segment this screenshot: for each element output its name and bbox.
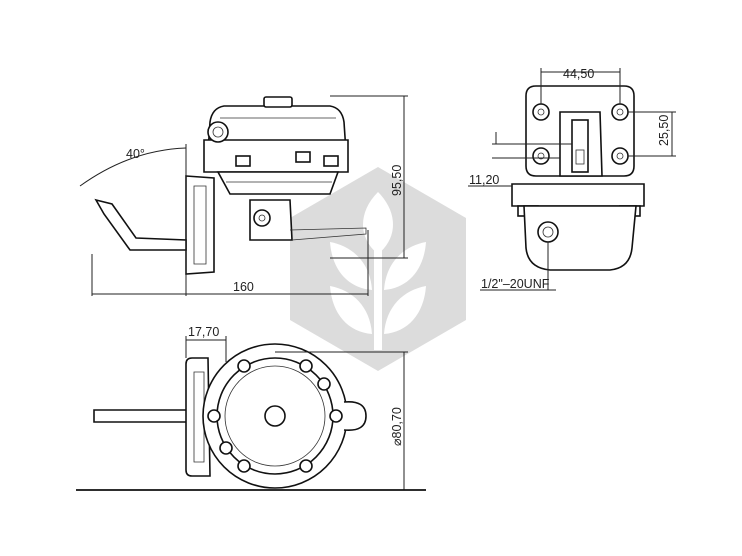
thread-label: 1/2"–20UNF [481, 277, 550, 291]
height-label: 95,50 [390, 165, 404, 196]
leaf-hexagon-icon [290, 167, 466, 371]
bolt-spacing-h-label: 44,50 [563, 67, 594, 81]
angle-label: 40° [126, 147, 145, 161]
length-label: 160 [233, 280, 254, 294]
side-view: 40° 160 95,50 [79, 95, 408, 296]
offset-label: 11,20 [469, 173, 499, 187]
diameter-label: ⌀80,70 [390, 407, 404, 446]
front-view: 44,50 25,50 11,20 1/2"–20UNF [468, 67, 676, 291]
bolt-spacing-v-label: 25,50 [657, 115, 671, 146]
bottom-view: 17,70 ⌀80,70 [76, 325, 426, 491]
flange-label: 17,70 [188, 325, 219, 339]
